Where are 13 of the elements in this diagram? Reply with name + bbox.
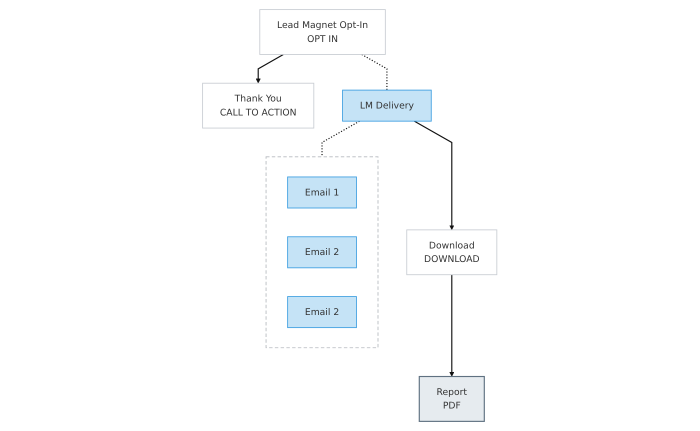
arrow <box>256 54 284 84</box>
node-box: Email 2 <box>287 296 358 328</box>
connector <box>322 120 360 157</box>
node-box: Lead Magnet Opt-In OPT IN <box>260 9 386 55</box>
node-box: Thank You CALL TO ACTION <box>202 82 315 129</box>
cluster <box>266 156 379 348</box>
node-box: Report PDF <box>419 376 486 422</box>
node-box: Email 1 <box>287 176 358 208</box>
arrow <box>414 120 455 230</box>
arrow <box>450 274 455 377</box>
node-box: Email 2 <box>287 236 358 268</box>
node-box: LM Delivery <box>342 90 432 122</box>
node-box: Download DOWNLOAD <box>406 229 498 276</box>
